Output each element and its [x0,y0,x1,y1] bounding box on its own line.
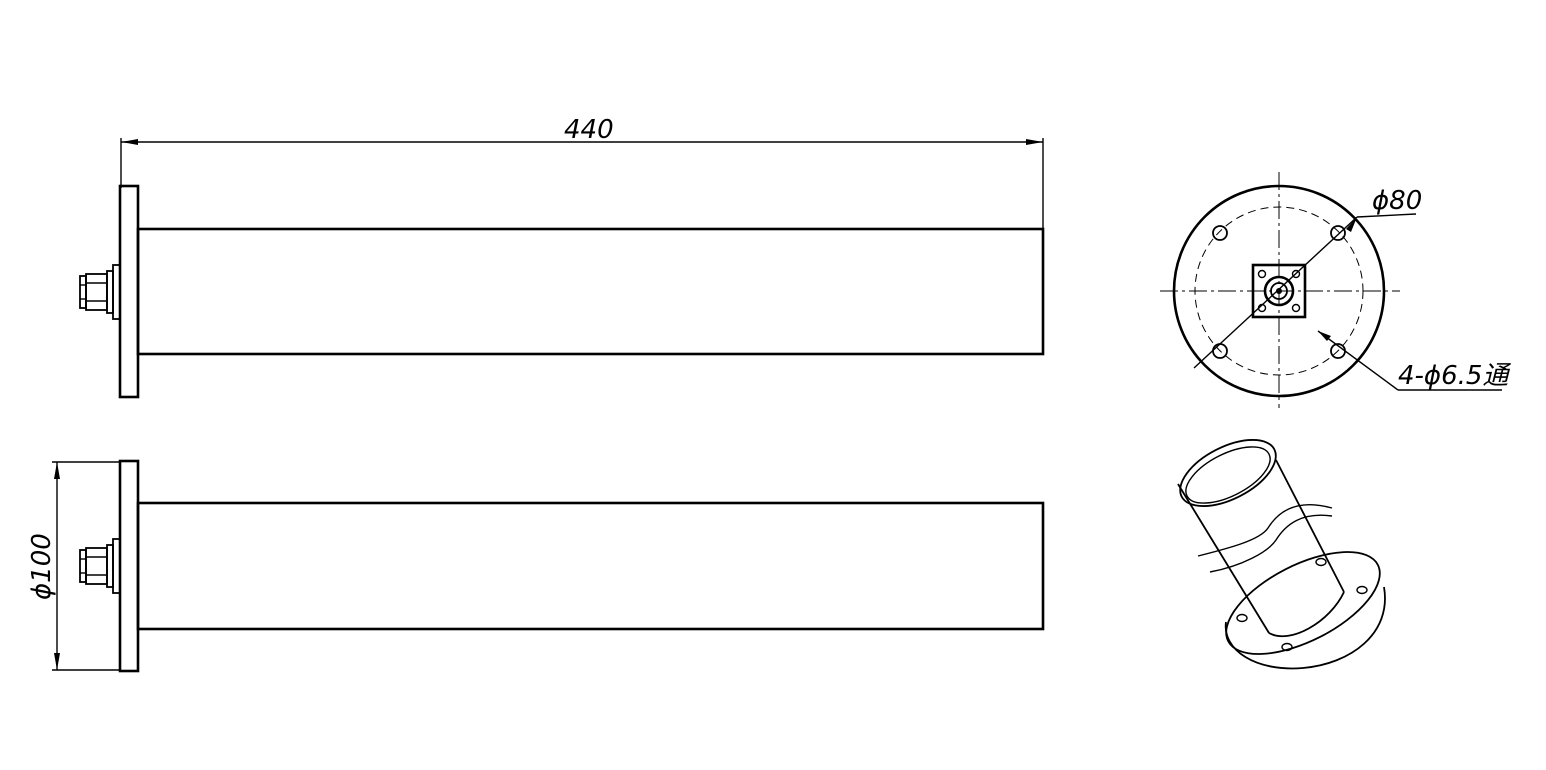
tube-body [136,501,1045,631]
mounting-hole [1212,225,1228,241]
break-line [1209,514,1333,573]
n-connector [79,538,121,594]
mounting-hole [1315,557,1327,567]
bolt-circle-dimension: ϕ80 [1193,186,1422,369]
bolt-circle [1194,206,1364,376]
mounting-hole [1281,642,1293,652]
flange-outline [1172,184,1386,398]
flange-edge [1224,586,1386,670]
mounting-hole [1356,585,1368,595]
bolt-circle-label: ϕ80 [1372,186,1422,216]
tube-side-left [1177,483,1270,634]
tube-top-inner [1185,446,1271,504]
break-line [1197,503,1333,557]
diameter-dimension: ϕ100 [27,461,120,671]
mounting-hole [1236,613,1248,623]
length-label: 440 [564,115,614,145]
end-view: ϕ80 4-ϕ6.5通 [1160,172,1511,408]
mounting-hole [1330,225,1346,241]
length-dimension: 440 [120,115,1044,228]
n-connector [79,264,121,320]
side-view-top: 440 [79,115,1045,399]
diameter-label: ϕ100 [27,533,57,600]
holes-dimension: 4-ϕ6.5通 [1317,330,1511,391]
tube-body [136,227,1045,356]
tube-top-outer [1179,439,1277,507]
tube-base [1268,591,1345,638]
tube-side-right [1275,459,1345,593]
side-view-bottom: ϕ100 [27,459,1045,673]
holes-label: 4-ϕ6.5通 [1398,361,1511,391]
flange-plate [118,184,140,399]
connector-face [1251,263,1307,319]
flange-plate [118,459,140,673]
isometric-view [1177,439,1386,670]
flange-top-face [1225,551,1381,655]
